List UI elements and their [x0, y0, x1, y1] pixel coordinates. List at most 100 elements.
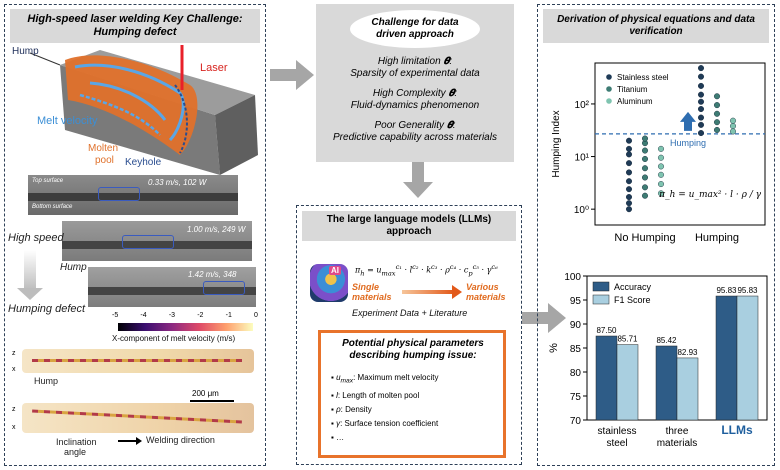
- scatter-point: [657, 190, 664, 197]
- scatter-point: [625, 194, 632, 201]
- scatter-ytick-label: 10⁰: [574, 205, 589, 216]
- scatter-point: [697, 91, 704, 98]
- param-more-symbol: …: [336, 432, 345, 442]
- right-title-text: Derivation of physical equations and dat…: [557, 14, 755, 37]
- bar-legend-marker: [592, 294, 610, 305]
- scatter-point: [657, 154, 664, 161]
- scatter-point: [625, 200, 632, 207]
- param-rho-symbol: ρ: [336, 404, 341, 414]
- scatter-point: [641, 174, 648, 181]
- axis-z-1: z: [12, 350, 16, 357]
- scatter-point: [625, 137, 632, 144]
- humping-threshold-label: Humping: [670, 138, 706, 148]
- welding-arrow: [118, 440, 138, 442]
- scatter-point: [641, 135, 648, 142]
- label-hump: Hump: [12, 46, 39, 57]
- bar: [676, 357, 699, 421]
- scatter-point: [625, 145, 632, 152]
- scatter-point: [657, 163, 664, 170]
- bar-xtick-label: LLMs: [721, 423, 753, 437]
- right-panel-title: Derivation of physical equations and dat…: [543, 9, 769, 43]
- scatter-xtick-label: No Humping: [614, 232, 675, 244]
- scale-bar: [190, 400, 234, 402]
- challenge-1-body: Sparsity of experimental data: [350, 68, 480, 79]
- params-title: Potential physical parameters describing…: [342, 338, 484, 361]
- scatter-point: [729, 128, 736, 135]
- llm-title-text: The large language models (LLMs) approac…: [326, 214, 492, 237]
- colorbar-tick-4: -1: [225, 312, 232, 319]
- axis-x-2: x: [12, 424, 16, 431]
- left-panel: [4, 4, 266, 466]
- bar-ytick-label: 75: [570, 392, 582, 403]
- param-umax-sub: max: [340, 377, 354, 385]
- params-list: ▪ umax: Maximum melt velocity ▪ l: Lengt…: [331, 371, 503, 445]
- legend-marker: [606, 86, 612, 92]
- accuracy-f1-chart: 707580859095100%87.5085.71stainlesssteel…: [548, 272, 768, 449]
- arrow-left-to-center: [270, 60, 314, 90]
- scatter-point: [657, 145, 664, 152]
- param-umax-text: : Maximum melt velocity: [353, 373, 439, 382]
- colorbar-tick-1: -4: [140, 312, 147, 319]
- scatter-point: [729, 117, 736, 124]
- label-hump-2: Hump: [60, 262, 87, 273]
- welding-arrow-head: [136, 437, 142, 445]
- param-item-rho: ▪ ρ: Density: [331, 404, 372, 414]
- humping-up-arrow: [680, 111, 696, 131]
- label-various-materials: Various materials: [466, 282, 506, 302]
- challenge-3-body: Predictive capability across materials: [333, 132, 497, 143]
- scatter-point: [641, 165, 648, 172]
- ai-brain-icon: AI: [310, 264, 348, 302]
- colorbar-title: X-component of melt velocity (m/s): [112, 334, 236, 343]
- param-item-gamma: ▪ γ: Surface tension coefficient: [331, 418, 439, 428]
- llm-panel-title: The large language models (LLMs) approac…: [302, 211, 516, 241]
- bar: [736, 295, 759, 421]
- param-rho-text: : Density: [340, 404, 372, 414]
- bar-xtick-label: steel: [606, 438, 627, 449]
- legend-label: Stainless steel: [617, 73, 669, 82]
- param-l-text: : Length of molten pool: [337, 390, 420, 400]
- label-molten: Molten: [88, 143, 119, 154]
- bar: [595, 335, 618, 421]
- scatter-point: [625, 169, 632, 176]
- micrograph-2: 1.00 m/s, 249 W: [62, 221, 252, 261]
- scatter-point: [697, 121, 704, 128]
- bar-ytick-label: 85: [570, 344, 582, 355]
- bar: [655, 345, 678, 421]
- label-speed-2: 1.00 m/s, 249 W: [187, 225, 246, 234]
- llm-equation: πh = umaxc₁ · lc₂ · kc₃ · ρc₄ · cpc₅ · γ…: [355, 263, 498, 278]
- scatter-point: [697, 82, 704, 89]
- challenge-2-head: High Complexity: [372, 88, 446, 99]
- scatter-point: [657, 171, 664, 178]
- bar-ytick-label: 70: [570, 416, 582, 427]
- param-item-l: ▪ l: Length of molten pool: [331, 390, 420, 400]
- scatter-point: [697, 65, 704, 72]
- humping-formula: π_h = u_max² · l · ρ / γ: [658, 190, 761, 200]
- bar-value-label: 95.83: [737, 286, 758, 295]
- challenge-title: Challenge for data driven approach: [371, 17, 459, 40]
- simulation-2: [22, 403, 254, 433]
- bar-legend-label: Accuracy: [614, 282, 652, 292]
- challenge-1-head: High limitation: [377, 56, 441, 67]
- left-title-line2: Humping defect: [93, 26, 177, 38]
- label-single-materials: Single materials: [352, 282, 392, 302]
- arrow-down-center: [403, 162, 433, 198]
- bar-ytick-label: 95: [570, 296, 582, 307]
- simulation-1: [22, 349, 254, 373]
- scatter-point: [713, 126, 720, 133]
- label-pool: pool: [95, 155, 114, 166]
- param-l-symbol: l: [336, 390, 338, 400]
- colorbar-ticks: -5 -4 -3 -2 -1 0: [112, 312, 258, 322]
- scatter-point: [625, 206, 632, 213]
- bar-ytick-label: 90: [570, 320, 582, 331]
- bar: [616, 344, 639, 421]
- scatter-plot-frame: [594, 62, 766, 226]
- scatter-point: [625, 151, 632, 158]
- param-item-umax: ▪ umax: Maximum melt velocity: [331, 373, 439, 385]
- scatter-point: [713, 102, 720, 109]
- param-gamma-text: : Surface tension coefficient: [340, 418, 439, 428]
- scatter-point: [697, 98, 704, 105]
- scatter-ylabel: Humping Index: [551, 110, 562, 177]
- scatter-xtick-label: Humping: [695, 232, 739, 244]
- single-to-various-arrow-head: [452, 285, 462, 299]
